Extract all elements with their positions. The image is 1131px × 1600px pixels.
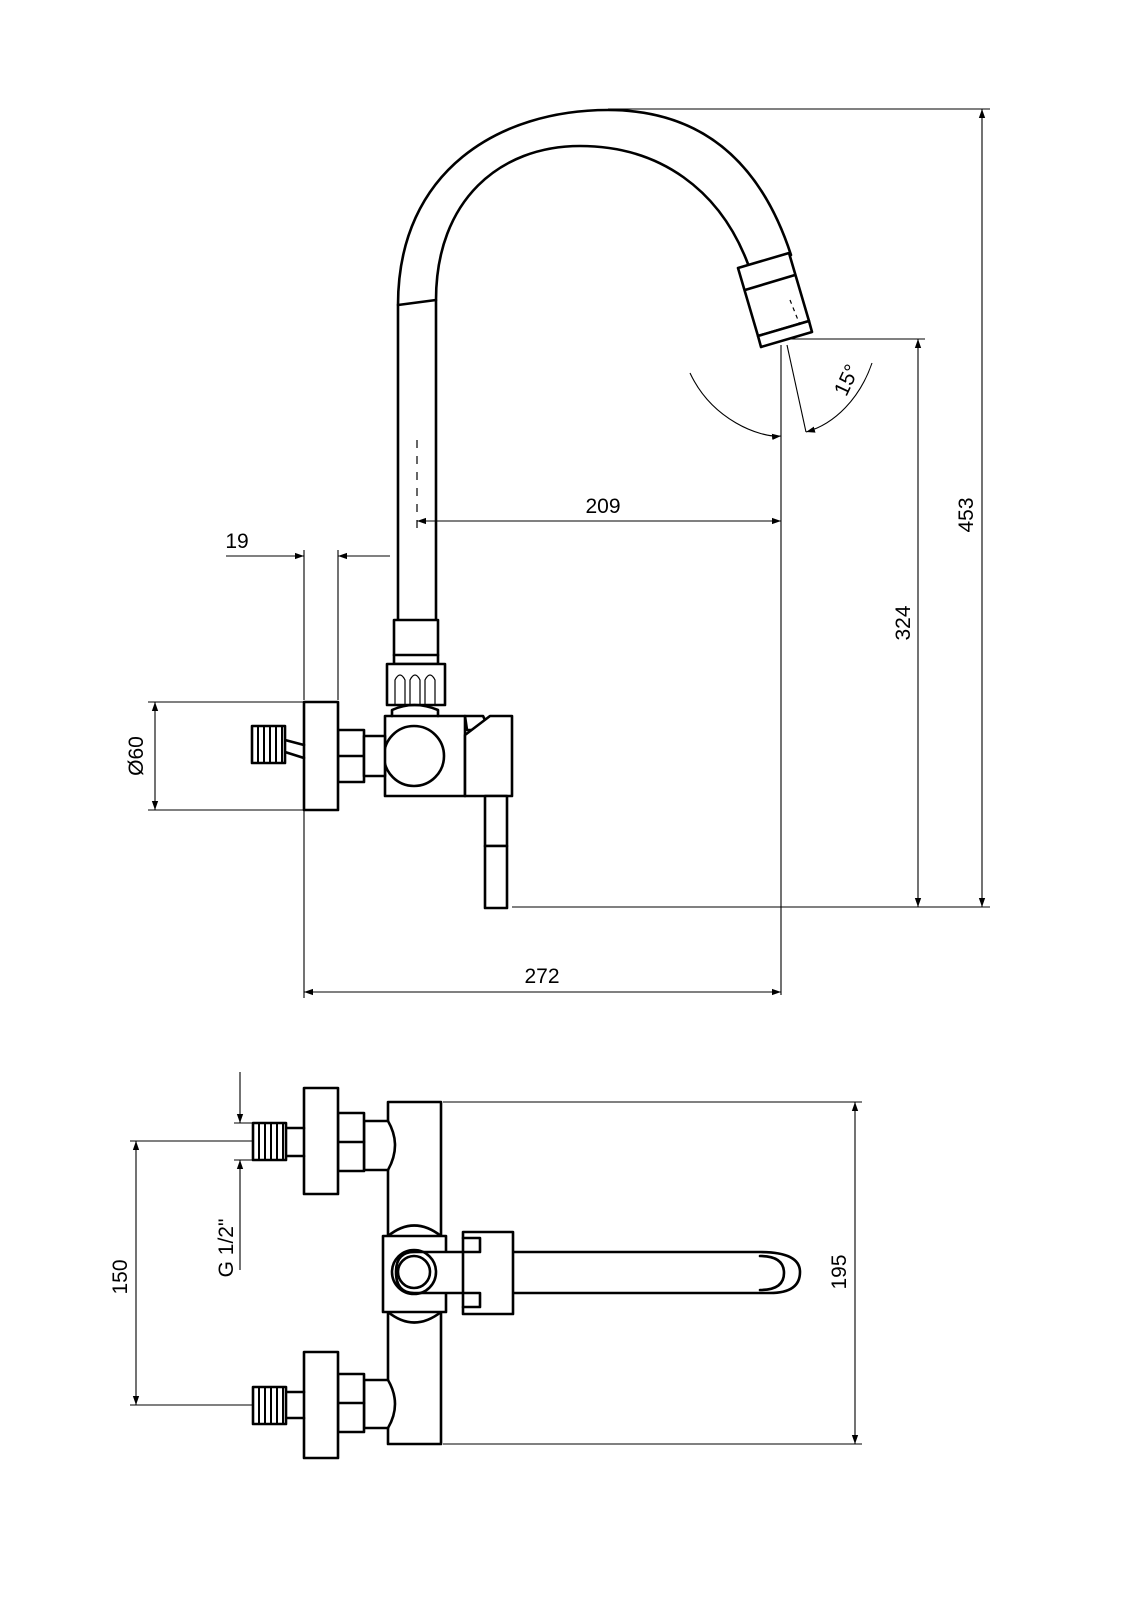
mixer-body	[382, 703, 467, 798]
spout-top	[390, 1248, 802, 1296]
top-view: G 1/2" 150 195	[109, 1072, 862, 1460]
eccentric-thread	[250, 724, 306, 765]
dim-spout-reach: 209	[585, 495, 620, 518]
dim-flange-thickness: 19	[225, 530, 248, 553]
inlet-connector	[336, 728, 387, 784]
wall-flange	[302, 700, 340, 812]
dim-total-depth: 272	[524, 965, 559, 988]
dim-flange-diameter: Ø60	[125, 736, 148, 776]
dim-inlet-spacing: 150	[109, 1259, 132, 1294]
dim-outlet-height: 324	[892, 605, 915, 640]
dim-thread-size: G 1/2"	[215, 1219, 238, 1278]
dimension-lines	[148, 108, 990, 998]
lower-inlet	[251, 1350, 397, 1460]
spout	[396, 108, 814, 622]
lever-top	[461, 1230, 515, 1316]
dim-total-height: 453	[955, 497, 978, 532]
dimension-lines-top	[130, 1072, 862, 1445]
swivel-collar	[385, 618, 447, 707]
aerator	[736, 251, 814, 349]
dim-swivel-angle: 15°	[830, 361, 864, 400]
lever-handle	[463, 714, 514, 910]
side-view: 19 Ø60 209 15° 324 453 272	[125, 108, 990, 998]
upper-inlet	[251, 1086, 397, 1196]
dim-body-length: 195	[828, 1254, 851, 1289]
